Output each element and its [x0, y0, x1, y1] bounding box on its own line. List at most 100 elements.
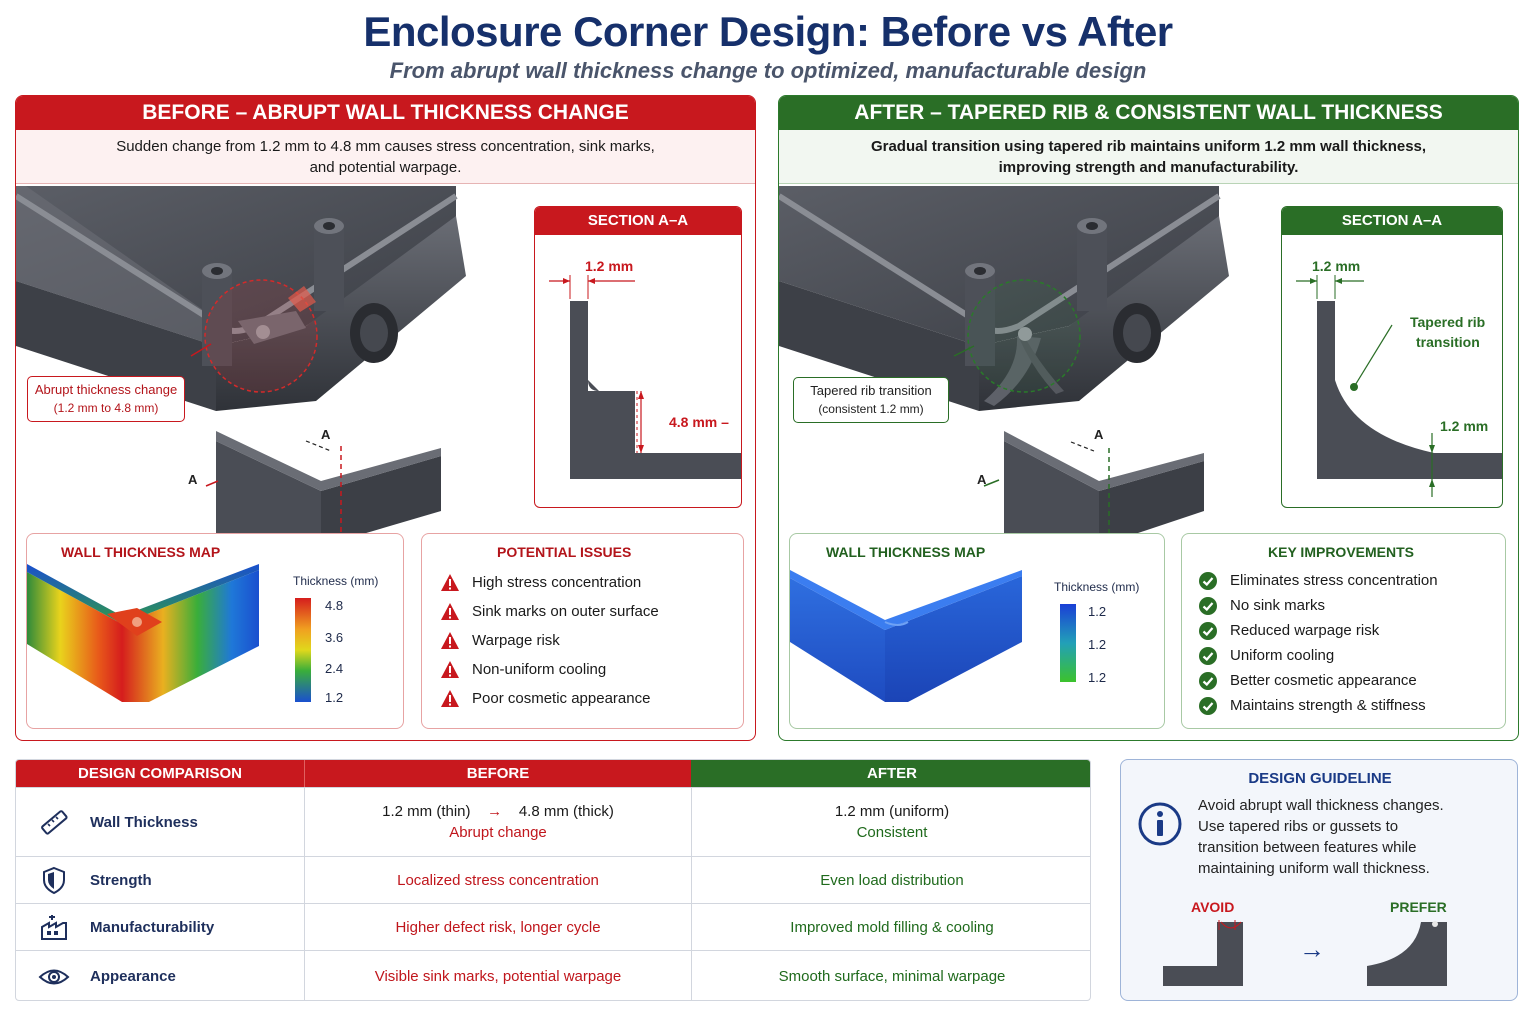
- comparison-header-row: DESIGN COMPARISON BEFORE AFTER: [16, 760, 1090, 788]
- warning-icon: [441, 660, 459, 678]
- before-value: Localized stress concentration: [304, 857, 691, 903]
- warning-icon: [441, 602, 459, 620]
- avoid-label: AVOID: [1191, 899, 1235, 915]
- check-circle-icon: [1199, 646, 1217, 665]
- before-value: 1.2 mm (thin) → 4.8 mm (thick): [382, 803, 614, 820]
- after-legend-val-0: 1.2: [1088, 604, 1107, 619]
- after-dim-top: 1.2 mm: [1312, 258, 1360, 274]
- after-map-image: [790, 570, 1022, 702]
- before-section-mark-left: A: [188, 472, 198, 487]
- row-label: Wall Thickness: [90, 813, 198, 831]
- page-subtitle: From abrupt wall thickness change to opt…: [389, 58, 1147, 83]
- after-section-mark-top: A: [1094, 427, 1104, 442]
- check-circle-icon: [1199, 696, 1217, 715]
- before-legend-val-2: 2.4: [325, 661, 344, 676]
- after-section-drawing: 1.2 mm Tapered rib transition 1.2 mm: [1296, 258, 1502, 497]
- after-legend-title: Thickness (mm): [1054, 580, 1140, 594]
- improvement-item: Eliminates stress concentration: [1198, 568, 1438, 593]
- before-legend-bar: [295, 598, 311, 702]
- before-part-illustration: A A: [16, 186, 466, 536]
- warning-icon: [441, 689, 459, 707]
- before-thickness-map: WALL THICKNESS MAP Thickness (mm): [26, 533, 404, 729]
- issue-item: Non-uniform cooling: [440, 655, 659, 684]
- shield-icon: [43, 866, 65, 895]
- prefer-label: PREFER: [1390, 899, 1447, 915]
- after-note: Consistent: [856, 824, 928, 841]
- after-legend-val-2: 1.2: [1088, 670, 1107, 685]
- after-map-title: WALL THICKNESS MAP: [826, 544, 986, 560]
- check-circle-icon: [1199, 621, 1217, 640]
- arrow-right-icon: →: [487, 803, 503, 820]
- before-callout: Abrupt thickness change (1.2 mm to 4.8 m…: [27, 376, 185, 422]
- after-value: Smooth surface, minimal warpage: [691, 951, 1090, 1000]
- before-callout-line2: (1.2 mm to 4.8 mm): [53, 401, 159, 415]
- warning-icon: [441, 631, 459, 649]
- after-section-mark-left: A: [977, 472, 987, 487]
- guideline-text: Avoid abrupt wall thickness changes. Use…: [1198, 797, 1444, 877]
- issues-title: POTENTIAL ISSUES: [497, 544, 632, 560]
- factory-icon: [41, 915, 67, 940]
- after-rib-label-line1: Tapered rib: [1410, 314, 1485, 330]
- before-desc-line1: Sudden change from 1.2 mm to 4.8 mm caus…: [116, 137, 655, 155]
- check-circle-icon: [1199, 571, 1217, 590]
- after-dim-bottom: 1.2 mm: [1440, 418, 1488, 434]
- improvement-item: Reduced warpage risk: [1198, 618, 1438, 643]
- before-callout-line1: Abrupt thickness change: [34, 382, 178, 397]
- issue-item: High stress concentration: [440, 568, 659, 597]
- improvement-item: Better cosmetic appearance: [1198, 668, 1438, 693]
- row-label: Manufacturability: [90, 918, 215, 936]
- after-rib-label-line2: transition: [1416, 334, 1480, 350]
- page-title: Enclosure Corner Design: Before vs After: [363, 8, 1173, 55]
- after-value: 1.2 mm (uniform): [834, 803, 950, 820]
- avoid-illustration: [1163, 920, 1243, 986]
- arrow-right-icon: →: [1299, 934, 1325, 964]
- before-section-mark-top: A: [321, 427, 331, 442]
- issue-item: Warpage risk: [440, 626, 659, 655]
- after-part-illustration: A A: [779, 186, 1229, 536]
- row-label: Appearance: [90, 968, 176, 985]
- guideline-title: DESIGN GUIDELINE: [1248, 770, 1392, 787]
- after-callout: Tapered rib transition (consistent 1.2 m…: [793, 377, 949, 423]
- before-map-image: [27, 564, 259, 702]
- issue-item: Sink marks on outer surface: [440, 597, 659, 626]
- before-legend-val-3: 1.2: [325, 690, 344, 705]
- after-legend-bar: [1060, 604, 1076, 682]
- before-panel: BEFORE – ABRUPT WALL THICKNESS CHANGE Su…: [15, 95, 756, 741]
- before-note: Abrupt change: [449, 824, 547, 841]
- table-row: Wall Thickness 1.2 mm (thin) → 4.8 mm (t…: [16, 788, 1090, 857]
- info-icon: [1138, 802, 1182, 846]
- after-thickness-map: WALL THICKNESS MAP Thickness (mm): [789, 533, 1165, 729]
- before-legend-val-1: 3.6: [325, 630, 344, 645]
- before-section-title: SECTION A–A: [535, 207, 741, 235]
- improvements-title: KEY IMPROVEMENTS: [1268, 544, 1414, 560]
- after-desc-line1: Gradual transition using tapered rib mai…: [870, 137, 1427, 155]
- check-circle-icon: [1199, 596, 1217, 615]
- before-legend-val-0: 4.8: [325, 598, 344, 613]
- after-description: Gradual transition using tapered rib mai…: [779, 130, 1518, 184]
- before-section-box: SECTION A–A 1.2 mm 4.8 mm –: [534, 206, 742, 508]
- ruler-icon: [41, 810, 68, 835]
- after-legend-val-1: 1.2: [1088, 637, 1107, 652]
- table-row: Manufacturability Higher defect risk, lo…: [16, 904, 1090, 951]
- before-issues-box: POTENTIAL ISSUES High stress concentrati…: [421, 533, 744, 729]
- comparison-header-after: AFTER: [691, 760, 1090, 787]
- after-improvements-box: KEY IMPROVEMENTS Eliminates stress conce…: [1181, 533, 1506, 729]
- before-heading: BEFORE – ABRUPT WALL THICKNESS CHANGE: [16, 96, 755, 130]
- after-section-title: SECTION A–A: [1282, 207, 1502, 235]
- before-map-title: WALL THICKNESS MAP: [61, 544, 221, 560]
- table-row: Appearance Visible sink marks, potential…: [16, 951, 1090, 1000]
- before-dim-top: 1.2 mm: [585, 258, 633, 274]
- after-callout-line1: Tapered rib transition: [810, 383, 932, 398]
- improvement-item: No sink marks: [1198, 593, 1438, 618]
- row-label: Strength: [90, 871, 152, 889]
- before-desc-line2: and potential warpage.: [309, 158, 462, 176]
- after-panel: AFTER – TAPERED RIB & CONSISTENT WALL TH…: [778, 95, 1519, 741]
- table-row: Strength Localized stress concentration …: [16, 857, 1090, 904]
- prefer-illustration: [1367, 921, 1447, 986]
- before-section-drawing: 1.2 mm 4.8 mm –: [549, 258, 741, 479]
- check-circle-icon: [1199, 671, 1217, 690]
- improvement-item: Maintains strength & stiffness: [1198, 693, 1438, 718]
- before-value: Higher defect risk, longer cycle: [304, 904, 691, 950]
- after-heading: AFTER – TAPERED RIB & CONSISTENT WALL TH…: [779, 96, 1518, 130]
- before-description: Sudden change from 1.2 mm to 4.8 mm caus…: [16, 130, 755, 184]
